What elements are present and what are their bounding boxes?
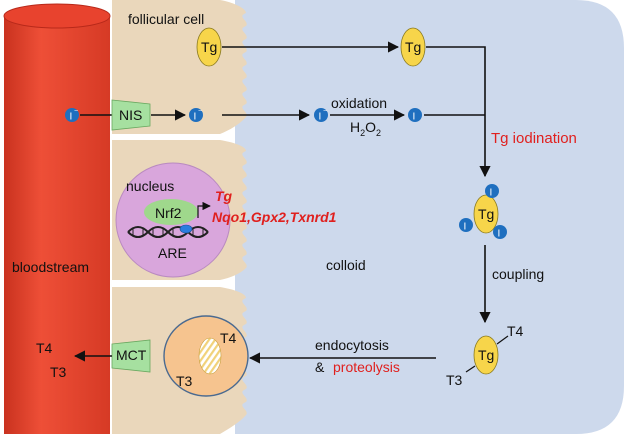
svg-text:T4: T4 [507,323,524,339]
are-label: ARE [158,245,187,261]
svg-text:I: I [498,229,501,240]
tg-gene-label: Tg [215,188,233,204]
endocytosis-label: endocytosis [315,337,389,353]
mct-transporter: MCT [111,339,151,373]
iodide-cell: I − [189,108,203,123]
tg-to-iodination-arrow [426,46,491,178]
svg-text:I: I [413,112,416,123]
svg-text:Tg: Tg [201,39,217,55]
svg-text:Tg: Tg [478,206,494,222]
tg-hormone-complex: Tg T4 T3 [446,323,524,388]
proteolysis-label: proteolysis [333,359,400,375]
oxidation-label: oxidation [331,95,387,111]
svg-text:I: I [319,112,322,123]
nucleus: nucleus Nrf2 ARE [115,162,231,278]
h2o2-label: H2O2 [350,119,381,138]
svg-text:T3: T3 [176,373,193,389]
tg-protein-apical: Tg [400,27,426,67]
dna-icon [127,226,209,238]
colloid-label: colloid [326,257,366,273]
colloid-region [235,0,624,434]
nis-transporter: NIS [111,99,151,131]
svg-text:−: − [74,108,78,115]
svg-text:−: − [323,108,327,115]
iodine-colloid: I [408,108,422,123]
iodide-blood: I − [65,108,79,123]
nucleus-label: nucleus [126,178,174,194]
svg-text:−: − [198,108,202,115]
tg-protein-cell: Tg [196,27,222,67]
t4-blood-label: T4 [36,340,53,356]
svg-text:I: I [490,188,493,199]
follicular-cell-label: follicular cell [128,11,204,27]
svg-text:I: I [194,112,197,123]
tg-iodination-label: Tg iodination [491,130,577,147]
svg-text:I: I [70,112,73,123]
svg-text:MCT: MCT [116,347,147,363]
bloodstream-label: bloodstream [12,259,89,275]
svg-text:Tg: Tg [405,39,421,55]
svg-text:T3: T3 [446,372,463,388]
coupling-label: coupling [492,266,544,282]
svg-text:Tg: Tg [478,347,494,363]
svg-text:I: I [464,222,467,233]
and-label: & [315,359,325,375]
t3-blood-label: T3 [50,364,67,380]
iodide-colloid: I − [314,108,328,123]
iodinated-tg: Tg I I I [459,184,507,240]
svg-text:T4: T4 [220,330,237,346]
bloodstream-vessel [3,3,111,434]
nrf2-label: Nrf2 [155,205,182,221]
lysosome: T4 T3 [163,315,249,397]
target-genes-label: Nqo1,Gpx2,Txnrd1 [212,209,337,225]
svg-text:NIS: NIS [119,107,142,123]
